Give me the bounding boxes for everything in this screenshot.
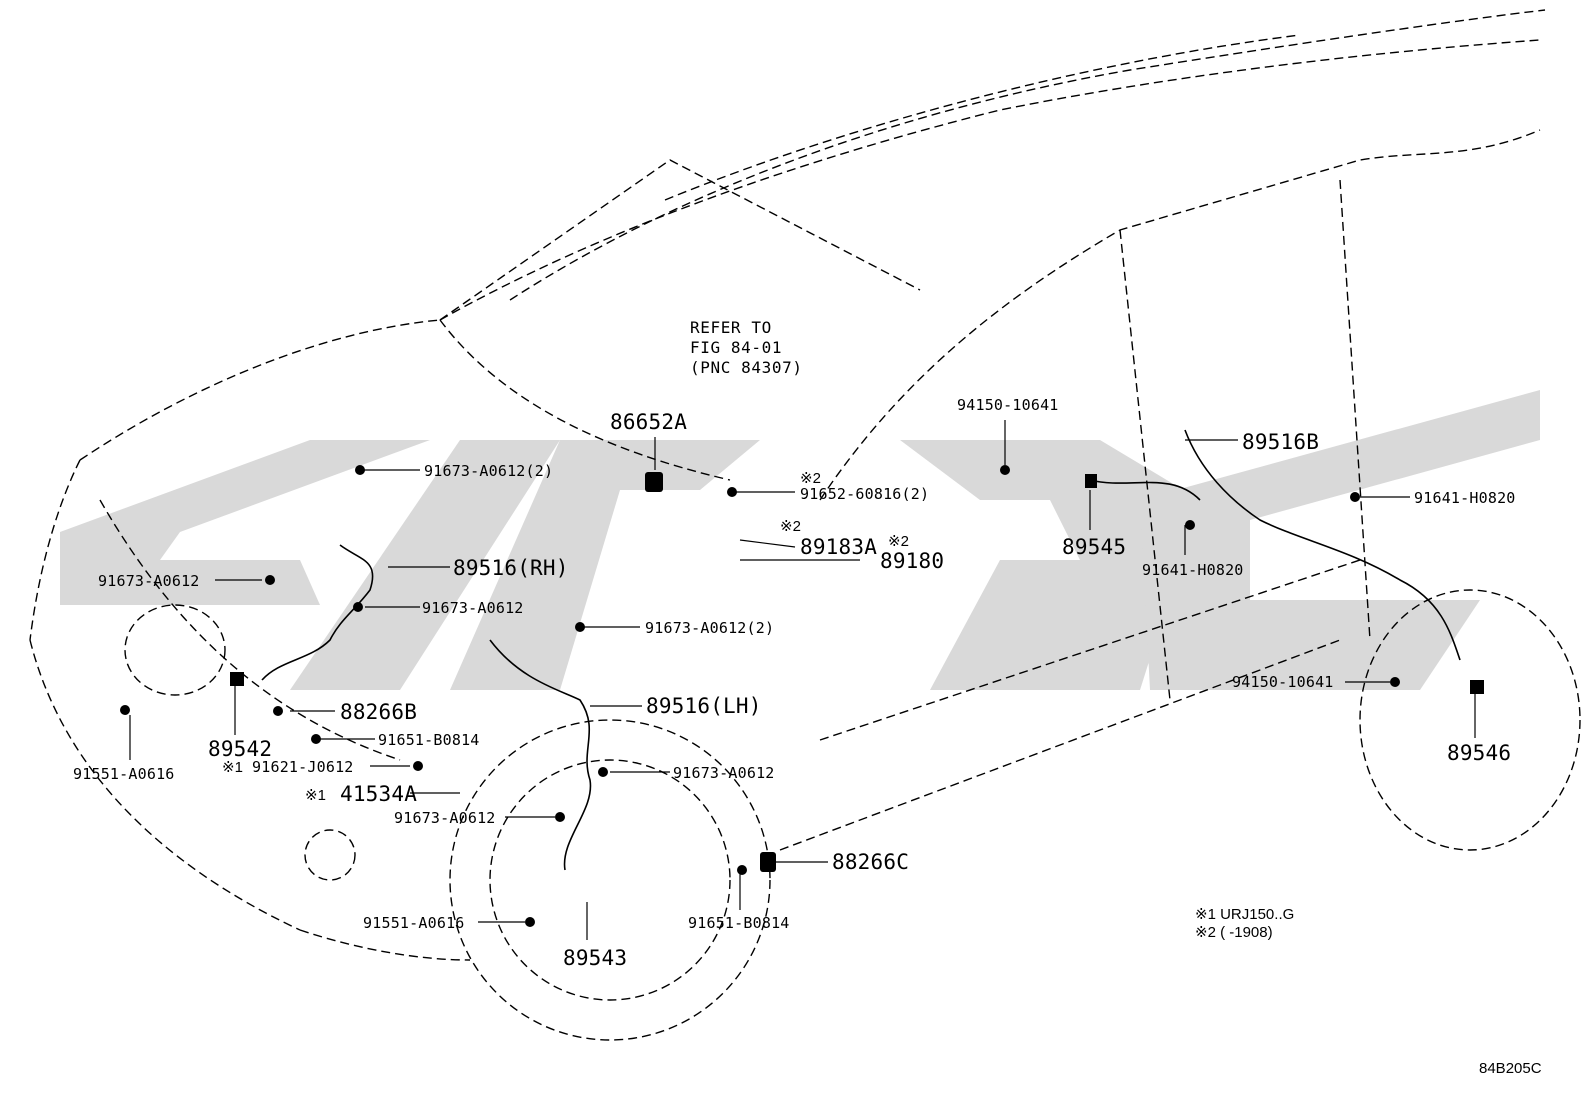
marker-2-c: ※2	[888, 533, 909, 550]
reference-line-1: REFER TO	[690, 318, 772, 337]
part-label-89516-rh[interactable]: 89516(RH)	[453, 556, 569, 580]
part-label-91621-j0612[interactable]: 91621-J0612	[252, 758, 354, 776]
applicability-notes: ※1 URJ150..G ※2 ( -1908)	[1195, 906, 1294, 942]
part-label-91551-a0616-left[interactable]: 91551-A0616	[73, 765, 175, 783]
part-label-89543[interactable]: 89543	[563, 946, 628, 970]
marker-1-a: ※1	[222, 759, 243, 776]
figure-code: 84B205C	[1479, 1060, 1542, 1077]
part-label-89516b[interactable]: 89516B	[1242, 430, 1320, 454]
part-label-91673-a0612-lower2[interactable]: 91673-A0612	[394, 809, 496, 827]
part-label-94150-10641-top[interactable]: 94150-10641	[957, 396, 1059, 414]
leader-lines	[129, 420, 1476, 940]
part-label-91652-60816-2[interactable]: 91652-60816(2)	[800, 485, 930, 503]
note-2: ※2 ( -1908)	[1195, 924, 1273, 941]
reference-line-2: FIG 84-01	[690, 338, 783, 357]
part-label-89545[interactable]: 89545	[1062, 535, 1127, 559]
sensor-wiring	[261, 429, 1461, 871]
part-label-89542[interactable]: 89542	[208, 737, 273, 761]
part-label-91641-h0820-mid[interactable]: 91641-H0820	[1142, 561, 1244, 579]
part-label-91651-b0814-low[interactable]: 91651-B0814	[688, 914, 790, 932]
marker-2-a: ※2	[800, 470, 821, 487]
marker-1-b: ※1	[305, 787, 326, 804]
reference-note: REFER TO FIG 84-01 (PNC 84307)	[690, 318, 803, 378]
part-label-41534a[interactable]: 41534A	[340, 782, 418, 806]
part-label-91673-a0612-2-mid[interactable]: 91673-A0612(2)	[645, 619, 775, 637]
part-symbols	[120, 465, 1484, 927]
marker-2-b: ※2	[780, 518, 801, 535]
part-label-91673-a0612-left[interactable]: 91673-A0612	[98, 572, 200, 590]
part-label-89180[interactable]: 89180	[880, 549, 945, 573]
part-label-89183a[interactable]: 89183A	[800, 535, 878, 559]
part-label-88266b[interactable]: 88266B	[340, 700, 418, 724]
part-label-91641-h0820-right[interactable]: 91641-H0820	[1414, 489, 1516, 507]
part-label-89516-lh[interactable]: 89516(LH)	[646, 694, 762, 718]
part-label-94150-10641-low[interactable]: 94150-10641	[1232, 673, 1334, 691]
part-label-86652a[interactable]: 86652A	[610, 410, 688, 434]
part-label-91673-a0612-lower[interactable]: 91673-A0612	[673, 764, 775, 782]
note-1: ※1 URJ150..G	[1195, 906, 1295, 923]
vehicle-outline	[29, 9, 1581, 1041]
part-label-91551-a0616-low[interactable]: 91551-A0616	[363, 914, 465, 932]
reference-line-3: (PNC 84307)	[690, 358, 803, 377]
part-label-91673-a0612-mid[interactable]: 91673-A0612	[422, 599, 524, 617]
part-label-91651-b0814-left[interactable]: 91651-B0814	[378, 731, 480, 749]
part-label-88266c[interactable]: 88266C	[832, 850, 910, 874]
part-label-91673-a0612-2-top[interactable]: 91673-A0612(2)	[424, 462, 554, 480]
part-label-89546[interactable]: 89546	[1447, 741, 1512, 765]
